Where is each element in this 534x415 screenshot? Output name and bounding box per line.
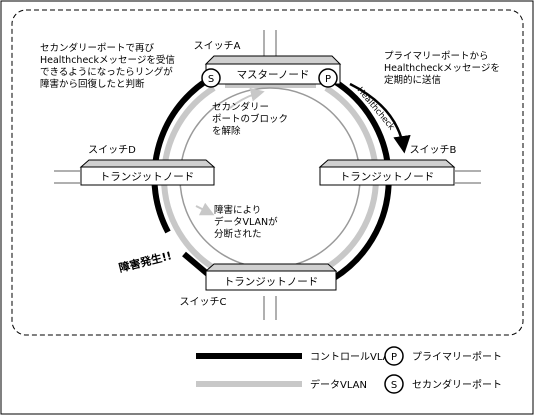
legend-primary-label: プライマリーポート (412, 351, 502, 363)
svg-text:障害により: 障害により (214, 204, 261, 216)
switch-b: トランジットノード スイッチB (318, 144, 457, 186)
svg-text:S: S (208, 74, 214, 85)
legend-data-label: データVLAN (310, 378, 367, 391)
transit-node-b-label: トランジットノード (340, 171, 435, 183)
network-stubs (54, 30, 481, 320)
switch-b-label: スイッチB (410, 144, 457, 156)
switch-d: トランジットノード スイッチD (79, 144, 216, 186)
svg-text:P: P (325, 74, 331, 85)
legend: コントロールVLAN データVLAN P プライマリーポート S セカンダリーポ… (196, 346, 502, 394)
primary-port-icon: P (318, 68, 338, 88)
failure-label: 障害発生!! (117, 248, 173, 275)
legend-secondary-icon (384, 374, 404, 394)
svg-text:セカンダリーポートで再び: セカンダリーポートで再び (40, 42, 155, 54)
legend-secondary-label: セカンダリーポート (412, 378, 502, 391)
svg-text:できるようになったらリングが: できるようになったらリングが (40, 66, 173, 78)
switch-a-label: スイッチA (194, 40, 241, 52)
split-note: 障害により データVLANが 分断された (214, 204, 278, 240)
legend-control-label: コントロールVLAN (310, 352, 397, 363)
svg-text:Healthcheckメッセージを: Healthcheckメッセージを (384, 63, 500, 74)
svg-text:P: P (391, 352, 397, 363)
svg-text:プライマリーポートから: プライマリーポートから (384, 51, 489, 62)
switch-c-label: スイッチC (180, 296, 227, 308)
unblock-note: セカンダリー ポートのブロック を解除 (212, 101, 288, 137)
switch-c: トランジットノード スイッチC (180, 263, 338, 308)
split-arrow (195, 202, 215, 216)
master-node-label: マスターノード (237, 69, 310, 81)
healthcheck-arrow (349, 82, 411, 154)
legend-primary-icon (384, 346, 404, 366)
secondary-port-icon: S (201, 68, 221, 88)
svg-text:セカンダリー: セカンダリー (212, 101, 269, 113)
svg-text:を解除: を解除 (212, 125, 241, 137)
failure-gap (166, 235, 186, 255)
svg-text:ポートのブロック: ポートのブロック (212, 113, 288, 125)
transit-node-c-label: トランジットノード (224, 276, 319, 288)
dashed-boundary (11, 9, 524, 336)
svg-text:S: S (391, 380, 397, 391)
svg-text:データVLANが: データVLANが (214, 216, 278, 228)
svg-text:障害から回復したと判断: 障害から回復したと判断 (40, 78, 145, 90)
svg-text:Healthcheckメッセージを受信: Healthcheckメッセージを受信 (40, 54, 175, 66)
unblock-arrow (229, 87, 265, 109)
secondary-port-note: セカンダリーポートで再び Healthcheckメッセージを受信 できるようにな… (40, 42, 175, 90)
switch-a: マスターノード スイッチA (194, 40, 342, 85)
primary-port-note: プライマリーポートから Healthcheckメッセージを 定期的に送信 (384, 51, 500, 86)
transit-node-d-label: トランジットノード (100, 171, 195, 183)
switch-d-label: スイッチD (88, 144, 136, 156)
svg-text:定期的に送信: 定期的に送信 (384, 74, 441, 86)
svg-text:分断された: 分断された (214, 228, 262, 240)
